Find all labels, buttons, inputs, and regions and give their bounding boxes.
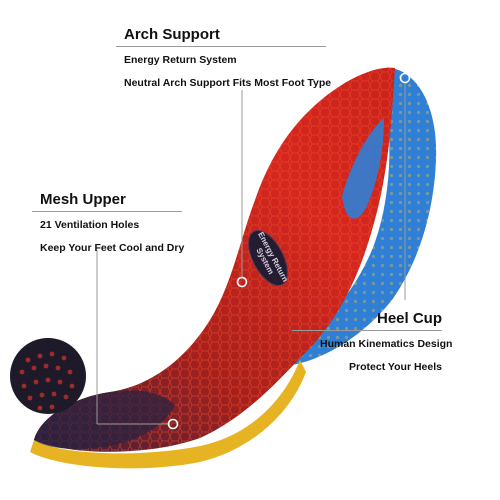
yellow-base — [30, 360, 306, 469]
blue-gel-texture — [292, 68, 437, 365]
arch-support-line-1: Energy Return System — [124, 54, 237, 66]
leader-lines — [96, 82, 406, 425]
arch-support-title: Arch Support — [124, 26, 220, 43]
heel-cup-line-1: Human Kinematics Design — [320, 338, 453, 350]
heel-cup-divider — [292, 330, 442, 331]
mesh-upper-title: Mesh Upper — [40, 191, 126, 208]
insole-hex-texture — [34, 67, 395, 452]
mesh-marker — [167, 418, 179, 430]
blue-arch-insert — [342, 118, 384, 219]
mesh-upper-line-2: Keep Your Feet Cool and Dry — [40, 242, 185, 254]
arch-marker — [236, 276, 248, 288]
heel-marker — [399, 72, 411, 84]
arch-support-callout: Arch Support Energy Return System Neutra… — [116, 26, 332, 99]
mesh-upper-callout: Mesh Upper 21 Ventilation Holes Keep You… — [32, 191, 185, 264]
heel-cup-line-2: Protect Your Heels — [349, 361, 442, 373]
energy-return-logo — [248, 230, 288, 286]
heel-cup-title: Heel Cup — [376, 310, 442, 327]
mesh-closeup — [10, 338, 86, 414]
heel-cup-callout: Heel Cup Human Kinematics Design Protect… — [292, 310, 453, 383]
arch-support-line-2: Neutral Arch Support Fits Most Foot Type — [124, 77, 332, 89]
arch-support-divider — [116, 46, 326, 47]
mesh-upper-divider — [32, 211, 182, 212]
mesh-upper-line-1: 21 Ventilation Holes — [40, 219, 140, 231]
